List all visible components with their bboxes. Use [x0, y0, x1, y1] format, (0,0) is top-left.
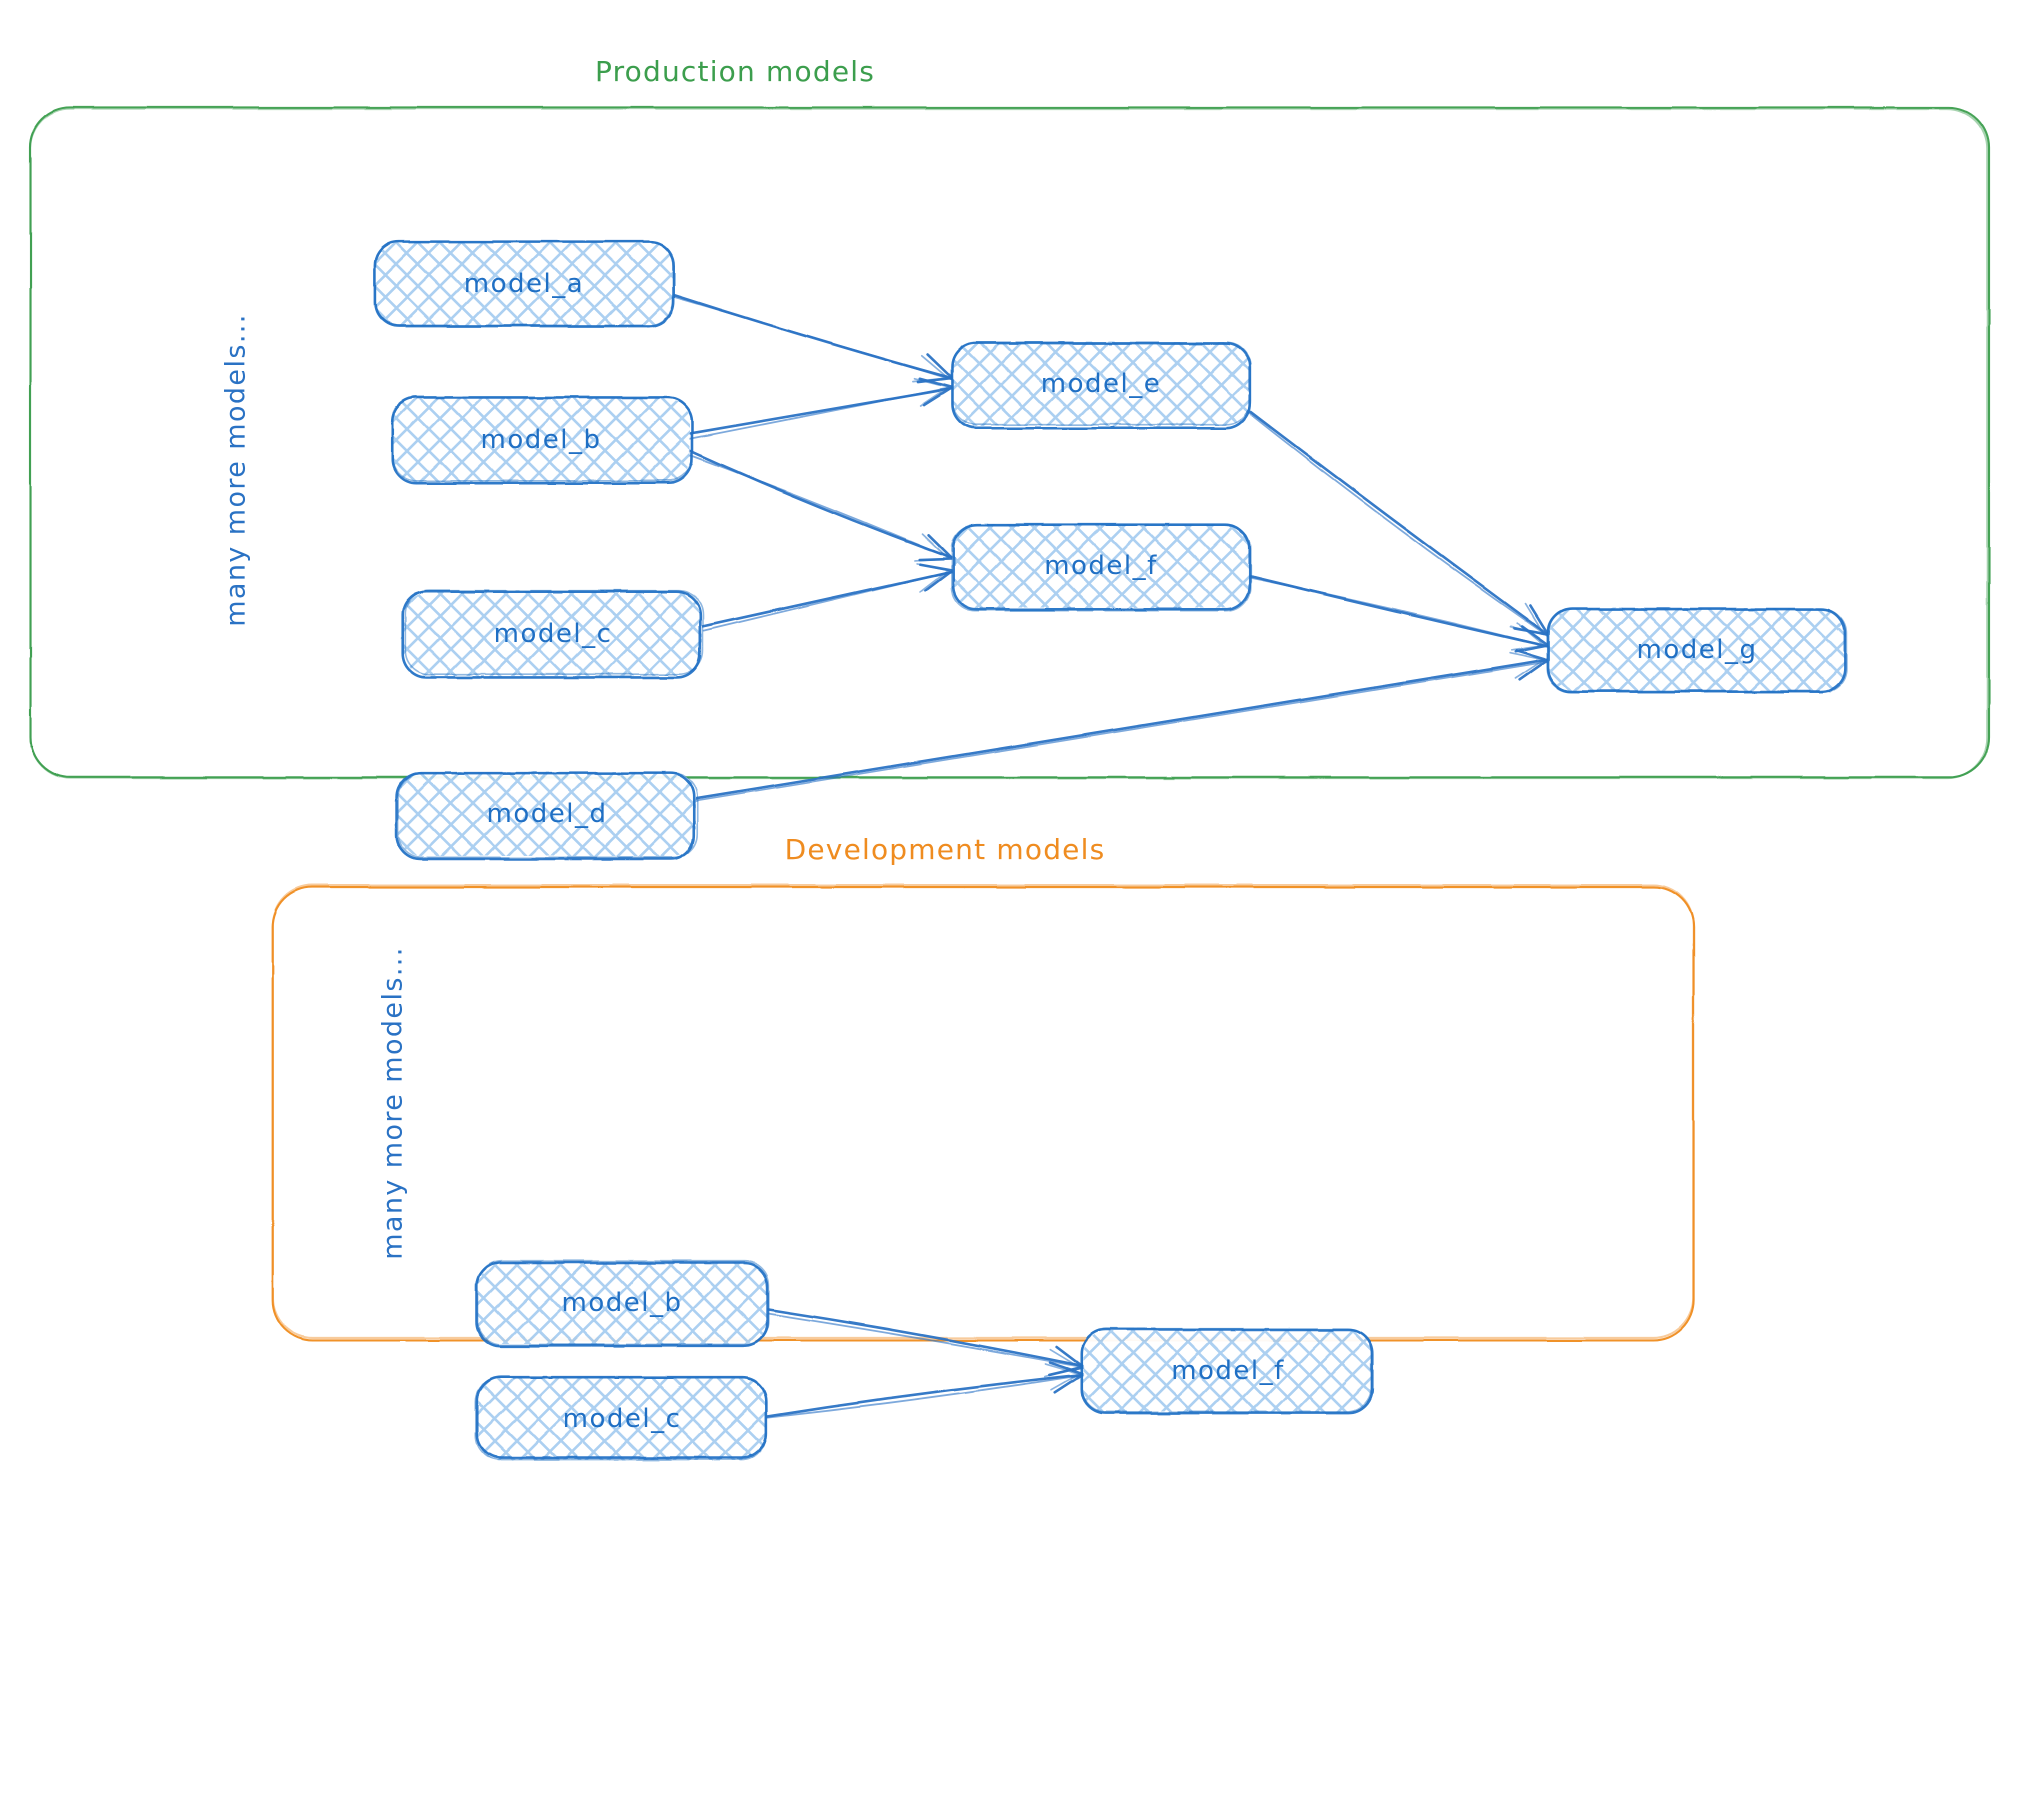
nodes	[373, 240, 1848, 1461]
edge-dev_model_b-to-dev_model_f	[766, 1308, 1085, 1378]
node-hitbox-prod_model_e[interactable]	[952, 342, 1250, 426]
node-prod_model_d[interactable]	[395, 771, 699, 861]
edge-prod_model_e-to-prod_model_g	[1247, 410, 1550, 637]
node-prod_model_e[interactable]	[951, 341, 1252, 430]
node-hitbox-prod_model_b[interactable]	[392, 398, 690, 482]
edge-prod_model_b-to-prod_model_e	[689, 377, 954, 440]
side-note-development: many more models...	[377, 946, 409, 1260]
node-dev_model_f[interactable]	[1080, 1327, 1374, 1415]
node-hitbox-dev_model_f[interactable]	[1083, 1330, 1373, 1412]
group-containers	[29, 106, 1991, 1342]
group-border-development	[271, 883, 1695, 1340]
group-border-production	[29, 107, 1989, 780]
node-prod_model_a[interactable]	[373, 240, 675, 328]
node-hitbox-prod_model_c[interactable]	[404, 592, 702, 676]
node-hitbox-prod_model_a[interactable]	[375, 242, 673, 326]
node-hitbox-prod_model_d[interactable]	[398, 772, 696, 856]
node-prod_model_c[interactable]	[401, 589, 704, 679]
node-hitbox-dev_model_b[interactable]	[477, 1262, 767, 1344]
edge-prod_model_b-to-prod_model_f	[688, 449, 954, 562]
node-hitbox-dev_model_c[interactable]	[477, 1378, 767, 1460]
group-title-development: Development models	[784, 833, 1106, 866]
side-note-production: many more models...	[220, 313, 252, 627]
edge-prod_model_c-to-prod_model_f	[701, 562, 954, 632]
node-hitbox-prod_model_f[interactable]	[952, 524, 1250, 608]
node-prod_model_b[interactable]	[390, 396, 694, 485]
group-title-production: Production models	[594, 55, 876, 88]
node-prod_model_g[interactable]	[1546, 607, 1848, 694]
edge-prod_model_d-to-prod_model_g	[693, 649, 1551, 802]
edge-prod_model_f-to-prod_model_g	[1248, 575, 1550, 653]
edges	[671, 294, 1551, 1419]
node-prod_model_f[interactable]	[950, 523, 1252, 612]
node-dev_model_c[interactable]	[475, 1375, 768, 1461]
edge-dev_model_c-to-dev_model_f	[765, 1361, 1085, 1419]
node-hitbox-prod_model_g[interactable]	[1548, 608, 1846, 692]
node-dev_model_b[interactable]	[475, 1260, 770, 1348]
